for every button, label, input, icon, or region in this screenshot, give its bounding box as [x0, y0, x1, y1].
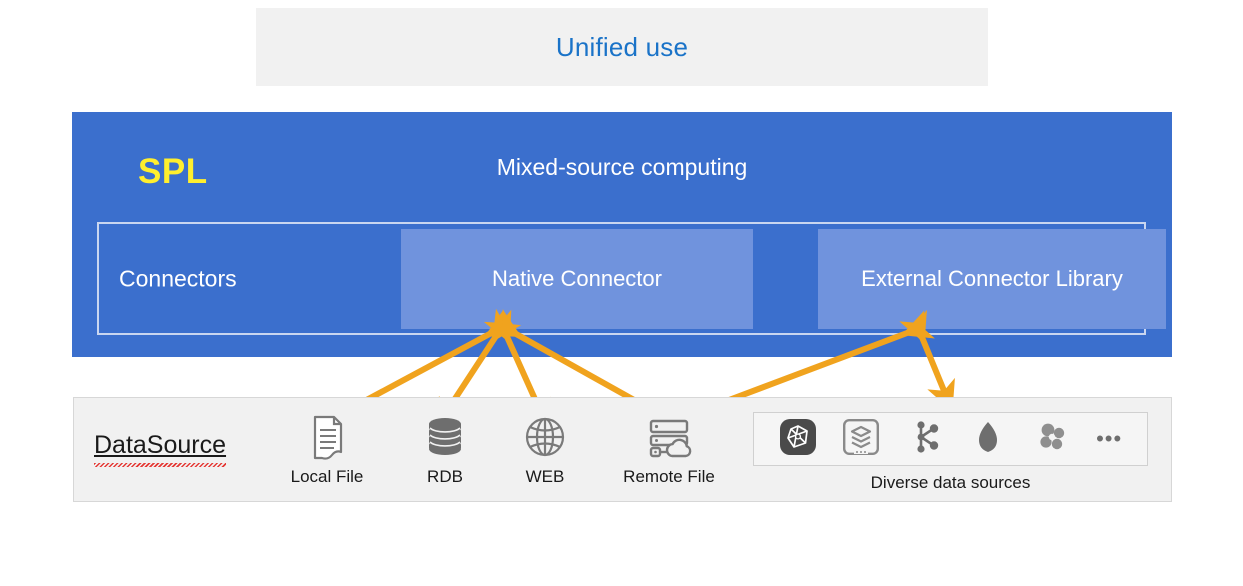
datasource-item-rdb[interactable]: RDB — [390, 413, 500, 487]
mixed-source-computing-label: Mixed-source computing — [496, 154, 748, 180]
datasource-title: DataSource — [94, 430, 227, 469]
connectors-label: Connectors — [119, 265, 237, 291]
more-sources-ellipsis[interactable]: ••• — [1096, 426, 1123, 451]
unified-use-label: Unified use — [555, 31, 689, 62]
diverse-data-sources-label: Diverse data sources — [870, 473, 1031, 492]
globe-icon — [490, 413, 600, 461]
external-connector-library-box[interactable]: External Connector Library — [818, 228, 1166, 329]
kafka-node-graph-icon — [906, 418, 944, 461]
diverse-data-sources-frame: ••• — [753, 412, 1148, 466]
mongodb-leaf-icon — [969, 418, 1007, 461]
datasource-item-remote-file[interactable]: Remote File — [614, 413, 724, 487]
server-cloud-icon — [614, 413, 724, 461]
connectors-frame: Connectors Native Connector External Con… — [97, 222, 1166, 335]
cassandra-cluster-icon — [1033, 418, 1071, 461]
external-connector-library-label: External Connector Library — [861, 265, 1123, 291]
datasource-item-label: RDB — [427, 467, 463, 486]
spellcheck-squiggle — [94, 462, 227, 467]
datasource-item-web[interactable]: WEB — [490, 413, 600, 487]
database-cylinder-icon — [390, 413, 500, 461]
elasticsearch-icon — [779, 418, 817, 461]
datasource-panel: DataSource Local File — [73, 397, 1172, 502]
diverse-data-sources-group[interactable]: ••• Diverse data sources — [753, 412, 1148, 493]
spl-panel: SPL Mixed-source computing Connectors Na… — [72, 112, 1172, 357]
datasource-item-label: Remote File — [623, 467, 715, 486]
datasource-title-text: DataSource — [94, 430, 227, 459]
document-page-icon — [272, 413, 382, 461]
spl-title: SPL — [138, 152, 208, 191]
datasource-item-label: WEB — [525, 467, 565, 486]
unified-use-banner: Unified use — [256, 8, 988, 86]
layered-stack-icon — [842, 418, 880, 461]
datasource-item-label: Local File — [290, 467, 364, 486]
datasource-item-local-file[interactable]: Local File — [272, 413, 382, 487]
native-connector-label: Native Connector — [492, 265, 662, 291]
native-connector-box[interactable]: Native Connector — [401, 228, 753, 329]
